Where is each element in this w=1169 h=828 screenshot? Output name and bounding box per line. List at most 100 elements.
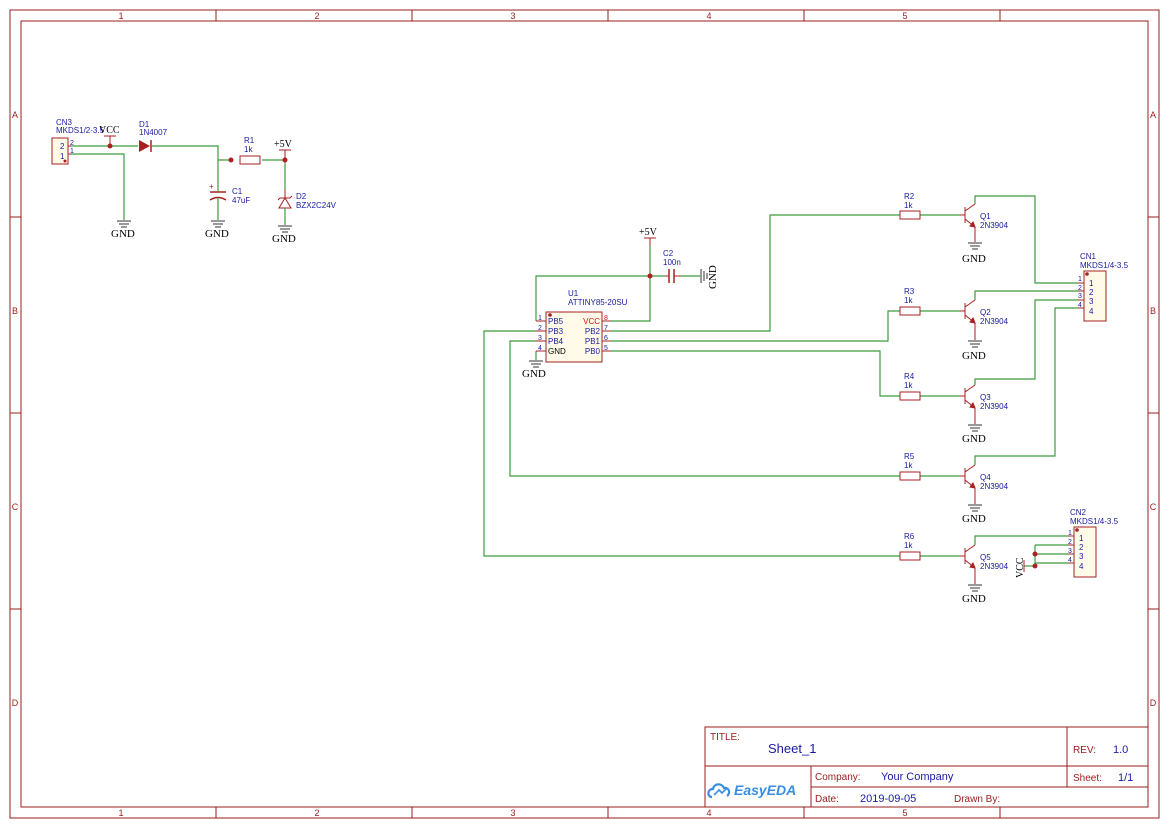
gnd-label: GND <box>962 433 986 445</box>
capacitor-c2: C2 100n <box>663 249 681 283</box>
connector-cn1: CN1 MKDS1/4-3.5 1 2 3 4 1 2 3 4 <box>1078 252 1129 322</box>
cn1-pin-number: 3 <box>1078 293 1082 300</box>
diode-d1: D1 1N4007 <box>139 120 168 152</box>
r2-value: 1k <box>904 201 913 210</box>
wires <box>72 145 1078 567</box>
r6-ref: R6 <box>904 532 915 541</box>
cn1-pin-number: 4 <box>1078 302 1082 309</box>
drawn-by-label: Drawn By: <box>954 794 1000 805</box>
c1-ref: C1 <box>232 187 243 196</box>
cn2-pin-number: 4 <box>1068 557 1072 564</box>
column-label: 2 <box>314 808 319 818</box>
gnd-symbol-d2: GND <box>272 225 296 245</box>
transistor-q4: Q4 2N3904 <box>960 464 1009 504</box>
rev-value: 1.0 <box>1113 744 1128 756</box>
u1-value: ATTINY85-20SU <box>568 298 628 307</box>
column-label: 2 <box>314 11 319 21</box>
u1-pin-name: GND <box>548 347 566 356</box>
column-label: 1 <box>118 11 123 21</box>
u1-pin-number: 4 <box>538 345 542 352</box>
ic-u1: U1 ATTINY85-20SU 1 2 3 4 PB5 PB3 PB4 GND… <box>536 289 628 363</box>
r3-value: 1k <box>904 296 913 305</box>
transistor-q2: Q2 2N3904 <box>960 299 1009 340</box>
q1-value: 2N3904 <box>980 221 1009 230</box>
gnd-label: GND <box>707 265 719 289</box>
capacitor-c1: + C1 47uF <box>209 180 250 220</box>
company-value: Your Company <box>881 771 954 783</box>
gnd-symbol-u1: GND <box>522 360 546 380</box>
column-label: 4 <box>706 11 711 21</box>
drawing-frame <box>9 9 1160 819</box>
u1-pin-number: 6 <box>604 335 608 342</box>
u1-pin-name: PB0 <box>585 347 601 356</box>
r1-value: 1k <box>244 145 253 154</box>
cn2-value: MKDS1/4-3.5 <box>1070 517 1119 526</box>
transistor-q3: Q3 2N3904 <box>960 384 1009 424</box>
gnd-label: GND <box>205 228 229 240</box>
cn2-ref: CN2 <box>1070 508 1087 517</box>
c1-value: 47uF <box>232 196 250 205</box>
resistor-r1: R1 1k <box>239 136 261 165</box>
title-block <box>704 726 1149 808</box>
gnd-symbol-cn3: GND <box>111 220 135 240</box>
cn2-pin-name: 1 <box>1079 534 1084 543</box>
transistor-q5: Q5 2N3904 <box>960 544 1009 584</box>
gnd-label: GND <box>111 228 135 240</box>
d2-ref: D2 <box>296 192 307 201</box>
r4-ref: R4 <box>904 372 915 381</box>
column-label: 3 <box>510 11 515 21</box>
u1-pin-name: PB1 <box>585 337 601 346</box>
plus5v-symbol-top: +5V <box>274 139 293 160</box>
u1-pin-name: PB5 <box>548 317 564 326</box>
easyeda-logo-text: EasyEDA <box>734 782 796 798</box>
gnd-label: GND <box>962 513 986 525</box>
resistor-r4: R4 1k <box>899 372 921 401</box>
q5-value: 2N3904 <box>980 562 1009 571</box>
q1-ref: Q1 <box>980 212 991 221</box>
row-label: A <box>1150 110 1156 120</box>
r6-value: 1k <box>904 541 913 550</box>
vcc-label: VCC <box>1015 557 1026 578</box>
u1-pin-number: 1 <box>538 315 542 322</box>
c1-polarity: + <box>209 182 214 191</box>
u1-pin-number: 2 <box>538 325 542 332</box>
c2-ref: C2 <box>663 249 674 258</box>
row-label: A <box>12 110 18 120</box>
u1-pin-number: 8 <box>604 315 608 322</box>
u1-pin-name: VCC <box>583 317 600 326</box>
gnd-symbol-q3: GND <box>962 424 986 445</box>
u1-pin-name: PB3 <box>548 327 564 336</box>
r4-value: 1k <box>904 381 913 390</box>
gnd-symbol-c1: GND <box>205 220 229 240</box>
column-label: 5 <box>902 11 907 21</box>
q4-ref: Q4 <box>980 473 991 482</box>
gnd-label: GND <box>962 350 986 362</box>
cn1-pin-name: 3 <box>1089 297 1094 306</box>
vcc-symbol-cn2: VCC <box>1015 557 1026 578</box>
u1-pin-number: 3 <box>538 335 542 342</box>
gnd-symbol-q5: GND <box>962 584 986 605</box>
sheet-value: 1/1 <box>1118 772 1133 784</box>
resistor-r6: R6 1k <box>899 532 921 561</box>
d1-ref: D1 <box>139 120 150 129</box>
rev-label: REV: <box>1073 745 1096 756</box>
plus5v-label: +5V <box>274 139 293 150</box>
frame-labels: 1 2 3 4 5 1 2 3 4 5 A B C D A B C D <box>12 11 1157 818</box>
cn1-pin-name: 4 <box>1089 307 1094 316</box>
cn1-pin-name: 2 <box>1089 288 1094 297</box>
row-label: B <box>12 306 18 316</box>
sheet-label: Sheet: <box>1073 773 1102 784</box>
r2-ref: R2 <box>904 192 915 201</box>
title-block-text: TITLE: Sheet_1 REV: 1.0 Company: Your Co… <box>710 732 1133 805</box>
resistor-r2: R2 1k <box>899 192 921 220</box>
cn2-pin-name: 4 <box>1079 562 1084 571</box>
cn3-pin-number: 1 <box>70 148 74 155</box>
resistor-r5: R5 1k <box>899 452 921 481</box>
gnd-symbol-q1: GND <box>962 242 986 265</box>
q2-value: 2N3904 <box>980 317 1009 326</box>
c2-value: 100n <box>663 258 681 267</box>
gnd-label: GND <box>272 233 296 245</box>
row-label: B <box>1150 306 1156 316</box>
d1-value: 1N4007 <box>139 128 168 137</box>
